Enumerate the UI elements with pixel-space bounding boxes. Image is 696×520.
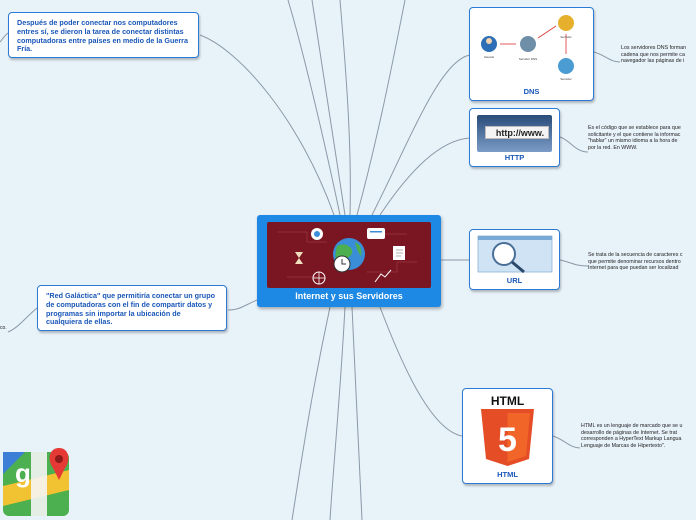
svg-text:HTML: HTML [491,394,524,408]
url-description: Se trata de la secuencia de caracteres c… [588,252,683,272]
http-banner-text: http://www. [485,126,549,139]
topic-html[interactable]: HTML 5 HTML [462,388,553,484]
svg-text:Usuario: Usuario [484,55,495,59]
document-icon [393,246,405,260]
note-red-galactica-text: "Red Galáctica" que permitiría conectar … [46,291,215,327]
dns-diagram: Usuario Servidor DNS Servidor Servidor [481,15,574,81]
topic-dns-label: DNS [523,87,540,96]
magnifier-icon [477,235,553,274]
note-cold-war-text: Después de poder conectar nos computador… [17,18,188,54]
note-cold-war[interactable]: Después de poder conectar nos computador… [8,12,199,58]
left-fragment-text: co. [0,325,7,331]
network-icon [312,271,326,285]
svg-text:5: 5 [498,421,517,459]
svg-text:Servidor DNS: Servidor DNS [519,57,537,61]
topic-http[interactable]: http://www. HTTP [469,108,560,167]
central-topic[interactable]: Internet y sus Servidores [257,215,441,307]
central-title: Internet y sus Servidores [295,291,403,301]
topic-html-label: HTML [497,470,518,479]
topic-http-label: HTTP [504,153,525,162]
hourglass-icon [295,252,303,264]
svg-text:Servidor: Servidor [560,35,571,39]
chat-icon [367,228,385,239]
note-red-galactica[interactable]: "Red Galáctica" que permitiría conectar … [37,285,227,331]
chart-icon [374,269,392,283]
topic-url[interactable]: URL [469,229,560,290]
central-image [267,222,431,288]
maps-logo-icon: g [1,446,73,518]
http-banner-image: http://www. [477,115,552,152]
topic-url-label: URL [506,276,523,285]
topic-dns[interactable]: Usuario Servidor DNS Servidor Servidor D… [469,7,594,101]
svg-text:g: g [15,458,31,488]
clock-icon [333,255,351,273]
svg-text:Servidor: Servidor [560,77,571,81]
html5-logo-icon: HTML 5 [481,394,534,466]
target-icon [311,228,323,240]
